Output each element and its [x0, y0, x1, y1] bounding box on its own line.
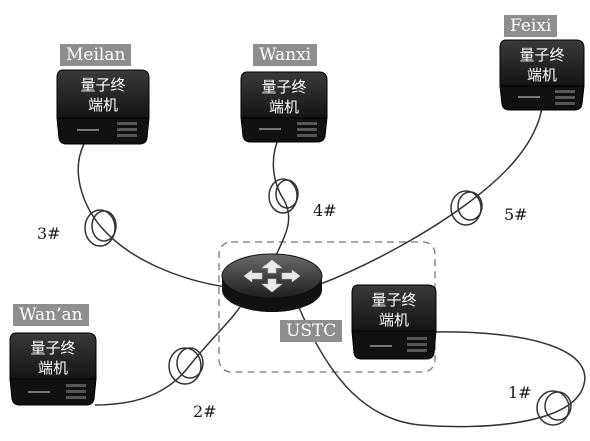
site-label-feixi: Feixi: [504, 15, 558, 37]
terminal-label-line1: 量子终: [80, 76, 125, 94]
terminal-feixi: 量子终 端机: [499, 39, 585, 111]
site-label-ustc: USTC: [280, 320, 343, 342]
terminal-label-line2: 端机: [527, 66, 557, 84]
fiber-coil-5: [450, 190, 482, 226]
fiber-link-2: [94, 303, 243, 406]
site-label-meilan: Meilan: [60, 44, 132, 66]
fiber-link-5: [317, 107, 543, 286]
fiber-coil-4: [268, 178, 298, 214]
fiber-coil-2: [168, 347, 202, 385]
terminal-label-line1: 量子终: [371, 291, 416, 309]
optical-switch-router-icon: [221, 253, 323, 312]
fiber-link-3: [77, 141, 227, 288]
fiber-links: [77, 107, 586, 428]
fiber-link-1: [295, 299, 586, 428]
terminal-label-line1: 量子终: [261, 78, 306, 96]
fiber-coil-1: [536, 390, 570, 426]
fiber-label-2: 2#: [193, 402, 217, 421]
ustc-site-boundary: [218, 241, 436, 373]
terminal-label-line2: 端机: [379, 311, 409, 329]
fiber-label-3: 3#: [37, 224, 61, 243]
terminal-wanxi: 量子终 端机: [240, 71, 328, 143]
terminal-meilan: 量子终 端机: [56, 69, 150, 145]
fiber-label-4: 4#: [313, 201, 337, 220]
terminal-wanan: 量子终 端机: [9, 332, 97, 406]
site-label-wanxi: Wanxi: [253, 44, 318, 66]
fiber-label-1: 1#: [508, 383, 532, 402]
terminal-label-line2: 端机: [269, 98, 299, 116]
terminal-ustc: 量子终 端机: [351, 284, 437, 360]
fiber-label-5: 5#: [504, 205, 528, 224]
site-label-wanan: Wan’an: [13, 304, 89, 326]
terminal-label-line2: 端机: [38, 359, 68, 377]
terminal-label-line1: 量子终: [30, 339, 75, 357]
fiber-coil-3: [84, 209, 116, 247]
terminal-label-line2: 端机: [88, 96, 118, 114]
fiber-link-4: [272, 134, 290, 259]
terminal-label-line1: 量子终: [519, 46, 564, 64]
